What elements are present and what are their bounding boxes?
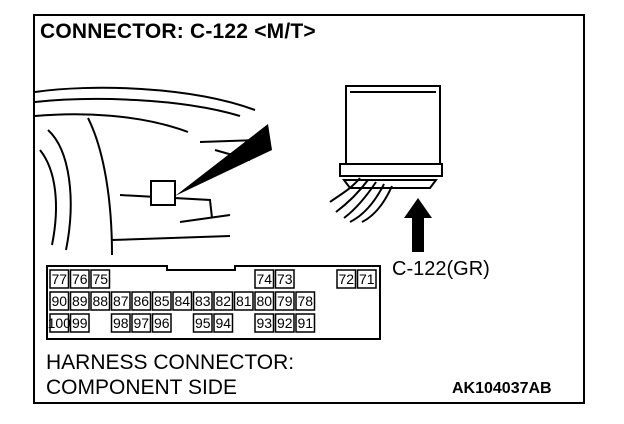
pin-number: 97	[133, 315, 149, 331]
pin-cell	[295, 313, 316, 333]
pin-number: 88	[92, 293, 108, 309]
pin-number: 74	[256, 271, 272, 287]
pin-number: 93	[256, 315, 272, 331]
pin-number: 95	[195, 315, 211, 331]
pin-cell	[49, 291, 70, 311]
pin-cell	[213, 291, 234, 311]
ecu-component	[339, 85, 443, 189]
pin-cell	[131, 313, 152, 333]
diagram-frame	[33, 14, 585, 404]
pin-cell	[233, 291, 254, 311]
pin-number: 80	[256, 293, 272, 309]
diagram-title: CONNECTOR: C-122 <M/T>	[40, 20, 316, 43]
pin-number: 75	[92, 271, 108, 287]
pin-cell	[274, 313, 295, 333]
pin-cell	[356, 269, 377, 289]
pin-cell	[69, 291, 90, 311]
pin-cell	[336, 269, 357, 289]
pin-number: 84	[174, 293, 190, 309]
pin-cell	[131, 291, 152, 311]
pin-cell	[295, 291, 316, 311]
pin-cell	[254, 269, 275, 289]
pin-number: 79	[277, 293, 293, 309]
pin-cell	[151, 313, 172, 333]
connector-label: C-122(GR)	[392, 258, 490, 280]
pin-number: 78	[297, 293, 313, 309]
pinout-outline	[46, 265, 381, 340]
pin-number: 81	[236, 293, 252, 309]
pin-number: 100	[48, 315, 72, 331]
pin-number: 76	[72, 271, 88, 287]
pin-cell	[49, 269, 70, 289]
pin-number: 92	[277, 315, 293, 331]
pin-number: 71	[359, 271, 375, 287]
pin-number: 99	[72, 315, 88, 331]
pin-number: 86	[133, 293, 149, 309]
component-side-label: COMPONENT SIDE	[46, 376, 237, 399]
pin-number: 73	[277, 271, 293, 287]
pin-number: 94	[215, 315, 231, 331]
arrow-up-icon	[404, 198, 432, 252]
pin-cell	[254, 291, 275, 311]
pin-cell	[110, 313, 131, 333]
pin-number: 85	[154, 293, 170, 309]
pin-cell	[90, 269, 111, 289]
wire-harness	[329, 177, 393, 223]
pin-cell	[172, 291, 193, 311]
connector-location-marker	[150, 124, 272, 206]
pin-number: 90	[51, 293, 67, 309]
pin-cell	[69, 313, 90, 333]
pin-number: 89	[72, 293, 88, 309]
pin-number: 72	[338, 271, 354, 287]
figure-code: AK104037AB	[452, 380, 552, 397]
pin-number: 77	[51, 271, 67, 287]
pin-number: 98	[113, 315, 129, 331]
pin-cell	[90, 291, 111, 311]
pin-number: 87	[113, 293, 129, 309]
pin-cell	[49, 313, 70, 333]
pin-number: 82	[215, 293, 231, 309]
pin-number: 83	[195, 293, 211, 309]
pin-cell	[254, 313, 275, 333]
pin-cell	[192, 291, 213, 311]
harness-connector-label: HARNESS CONNECTOR:	[46, 351, 295, 374]
pin-cell	[110, 291, 131, 311]
pin-cell	[274, 269, 295, 289]
pin-number: 96	[154, 315, 170, 331]
pin-cell	[213, 313, 234, 333]
pin-cell	[151, 291, 172, 311]
pin-cell	[192, 313, 213, 333]
pin-number: 91	[297, 315, 313, 331]
pin-cell	[274, 291, 295, 311]
pin-cell	[69, 269, 90, 289]
